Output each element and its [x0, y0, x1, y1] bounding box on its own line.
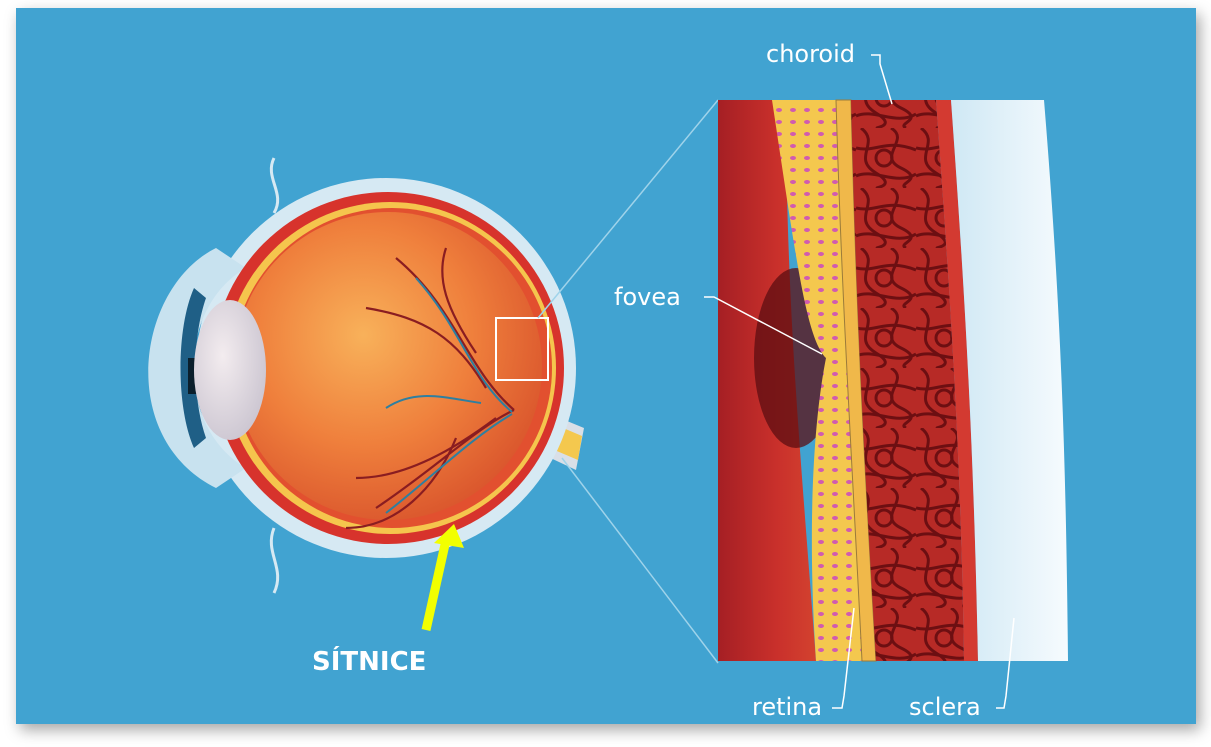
- retina-layers-detail: [718, 100, 1068, 661]
- label-sclera: sclera: [909, 693, 981, 721]
- label-retina: retina: [752, 693, 822, 721]
- eye-anatomy-diagram: choroid fovea retina sclera SÍTNICE: [16, 8, 1196, 724]
- label-choroid: choroid: [766, 40, 855, 68]
- label-fovea: fovea: [614, 283, 681, 311]
- label-sitnice: SÍTNICE: [312, 645, 426, 677]
